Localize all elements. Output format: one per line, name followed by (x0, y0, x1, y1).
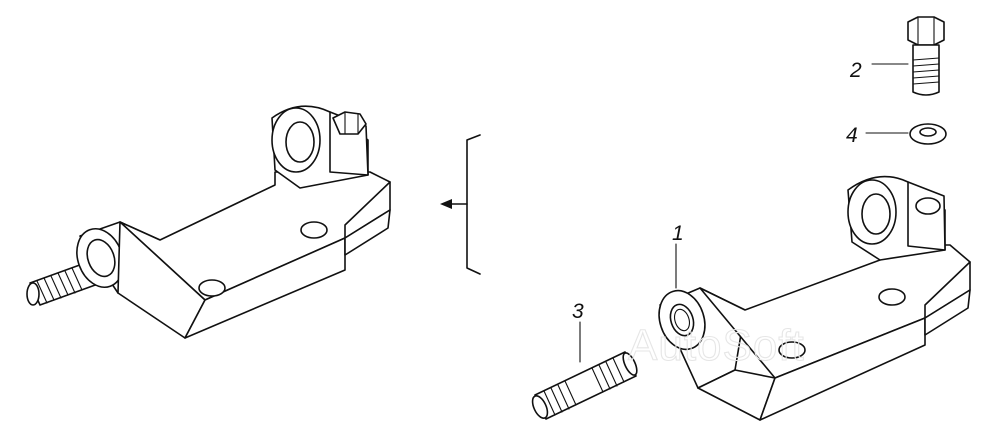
stud-part-3 (531, 351, 638, 420)
assembly-bracket-arrow (440, 134, 481, 275)
callout-3: 3 (572, 300, 584, 323)
callout-4: 4 (846, 124, 858, 147)
assembled-clamp-eye (271, 105, 369, 189)
callout-1: 1 (672, 222, 684, 245)
bolt-part-2 (907, 16, 945, 96)
washer-part-4 (909, 123, 947, 145)
bracket-clamp-eye (847, 175, 946, 261)
bracket-arm (697, 244, 971, 421)
assembled-bracket (26, 105, 391, 339)
leader-lines (579, 63, 909, 363)
bracket-part-1 (658, 175, 971, 421)
callout-2: 2 (849, 59, 862, 82)
watermark-text: AutoSoft (628, 321, 805, 370)
assembled-arm (117, 171, 391, 339)
